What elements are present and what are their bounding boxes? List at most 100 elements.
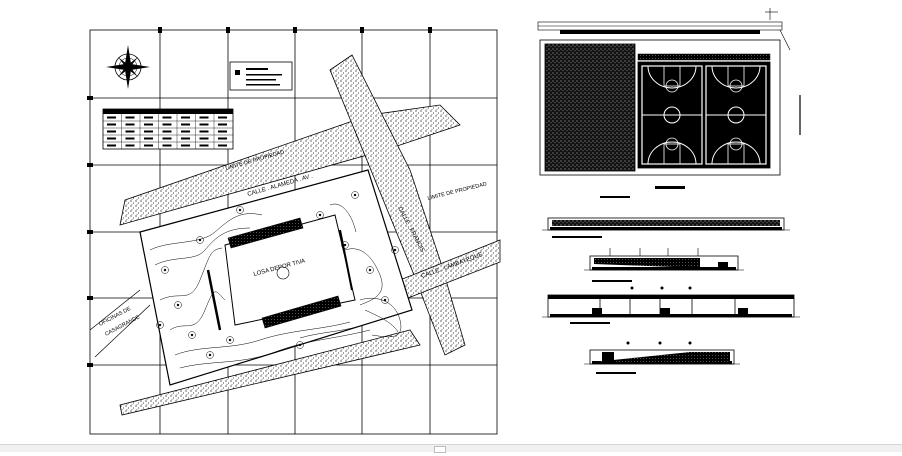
tree-trunk — [208, 353, 212, 357]
court-key-top — [663, 65, 681, 87]
table-cell-text — [162, 144, 172, 147]
contour-line — [359, 297, 402, 338]
table-cell-text — [162, 123, 172, 126]
contour-line — [169, 291, 226, 331]
section-3-roof — [548, 295, 794, 299]
table-cell-text — [162, 130, 172, 133]
table-cell-text — [218, 116, 227, 119]
elevation-2-block — [718, 262, 728, 270]
tree-symbol — [341, 241, 349, 249]
grid-tick — [87, 296, 93, 300]
elevation-2-title — [592, 280, 632, 282]
contour-line — [154, 227, 251, 266]
section-3-block — [592, 308, 602, 316]
court-key-top — [727, 65, 745, 87]
tree-trunk — [368, 268, 372, 272]
tree-trunk — [190, 333, 194, 337]
compass-rose-icon — [106, 45, 150, 89]
grid-tick — [87, 96, 93, 100]
contour-line — [149, 213, 263, 251]
tree-symbol — [391, 246, 399, 254]
table-cell-text — [107, 123, 116, 126]
tree-trunk — [163, 268, 167, 272]
table-cell-text — [144, 116, 153, 119]
table-cell-text — [125, 130, 135, 133]
table-frame — [102, 108, 234, 150]
tree-trunk — [353, 193, 357, 197]
site-plan: LIMITE DE PROPIEDAD LIMITE DE PROPIEDAD … — [87, 27, 501, 435]
table-cell-text — [181, 116, 190, 119]
table-cell-text — [125, 144, 135, 147]
stands-strip — [637, 53, 771, 61]
label-limite-propiedad-right: LIMITE DE PROPIEDAD — [427, 181, 487, 202]
tree-symbol — [188, 331, 196, 339]
court-free-throw-top — [665, 79, 679, 93]
tree-symbol — [174, 301, 182, 309]
table-cell-text — [199, 144, 209, 147]
table-cell-text — [125, 137, 135, 140]
table-cell-text — [162, 116, 172, 119]
table-cell-text — [181, 144, 190, 147]
contour-line — [159, 247, 223, 301]
court-key-bottom — [727, 143, 745, 165]
table-cell-text — [107, 130, 116, 133]
tree-trunk — [393, 248, 397, 252]
contour-line — [299, 325, 361, 339]
tree-trunk — [383, 298, 387, 302]
section-4-base — [592, 361, 732, 364]
table-cell-text — [199, 116, 209, 119]
court-three-point-bottom — [647, 141, 697, 165]
grid-tick — [360, 27, 364, 33]
section-3-title — [570, 322, 610, 324]
street-lower — [119, 329, 421, 416]
elevation-1-title — [552, 236, 602, 238]
table-cell-text — [107, 144, 116, 147]
table-cell-text — [144, 144, 153, 147]
court-free-throw-top — [729, 79, 743, 93]
tree-symbol — [156, 321, 164, 329]
tree-trunk — [228, 338, 232, 342]
table-cell-text — [218, 144, 227, 147]
elevation-2-bleachers — [594, 258, 700, 268]
tree-symbol — [206, 351, 214, 359]
elevation-1-fill — [552, 220, 780, 226]
table-cell-text — [218, 137, 227, 140]
section-3-block — [738, 308, 748, 316]
table-cell-text — [107, 137, 116, 140]
section-3-marker — [688, 286, 692, 290]
table-cell-text — [125, 116, 135, 119]
grid-tick — [87, 363, 93, 367]
court-three-point-top — [647, 65, 697, 89]
elevations-and-sections — [542, 196, 800, 374]
contour-line — [179, 329, 371, 369]
table-cell-text — [218, 130, 227, 133]
court-floor-plan — [537, 8, 801, 189]
table-cell-text — [199, 137, 209, 140]
section-4-title — [596, 372, 636, 374]
section-3-base — [550, 314, 792, 317]
table-cell-text — [199, 123, 209, 126]
grid-tick — [87, 230, 93, 234]
site-data-table — [102, 108, 234, 150]
scroll-handle[interactable] — [434, 446, 446, 453]
tree-symbol — [236, 206, 244, 214]
left-road-edge — [94, 304, 151, 358]
table-cell-text — [181, 123, 190, 126]
legend-box — [229, 61, 293, 91]
contour-line — [364, 309, 399, 333]
court-three-point-top — [711, 65, 761, 89]
tree-trunk — [343, 243, 347, 247]
court-free-throw-bottom — [729, 137, 743, 151]
elevation-1-base — [550, 227, 782, 230]
table-cell-text — [144, 137, 153, 140]
court-key-bottom — [663, 143, 681, 165]
contour-line — [329, 203, 357, 233]
table-cell-text — [162, 137, 172, 140]
section-3-marker — [630, 286, 634, 290]
table-cell-text — [181, 137, 190, 140]
tree-trunk — [318, 213, 322, 217]
table-cell-text — [107, 116, 116, 119]
table-cell-text — [144, 123, 153, 126]
